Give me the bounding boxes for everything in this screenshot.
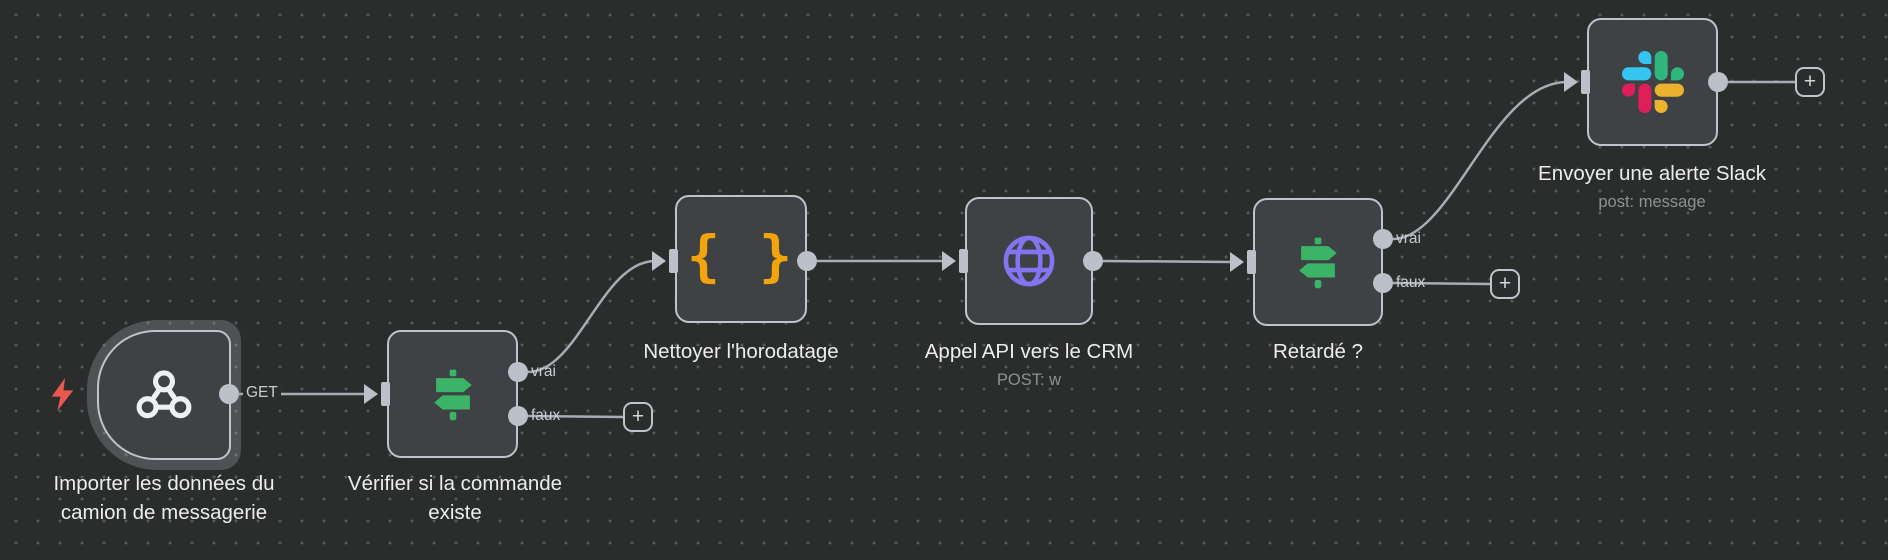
node-code-nettoyer[interactable]: { } [675, 195, 807, 323]
node-webhook-trigger[interactable] [97, 330, 231, 460]
signpost-icon [433, 369, 472, 421]
signpost-icon [1299, 237, 1337, 289]
output-port-if1-faux[interactable] [508, 406, 528, 426]
input-arrow-if1 [364, 384, 378, 404]
code-braces-icon: { } [686, 224, 796, 288]
add-step-button-if1-faux[interactable]: + [623, 402, 653, 432]
connection-http-to-if2[interactable] [1102, 259, 1234, 264]
input-arrow-code [652, 251, 666, 271]
node-label-webhook: Importer les données du camion de messag… [53, 472, 275, 524]
node-subtitle-http: POST: w [996, 371, 1062, 389]
node-if-retarde[interactable] [1253, 198, 1383, 326]
globe-icon [1003, 235, 1055, 287]
node-if-commande-existe[interactable] [387, 330, 518, 458]
connection-if2-vrai-to-slack[interactable] [1392, 80, 1568, 241]
slack-icon [1621, 51, 1684, 113]
node-http-crm[interactable] [965, 197, 1093, 325]
input-arrow-slack [1564, 72, 1578, 92]
output-port-webhook[interactable] [219, 384, 239, 404]
output-label-vrai: vrai [1396, 230, 1421, 247]
node-label-slack: Envoyer une alerte Slack [1538, 162, 1766, 185]
output-label-faux: faux [1396, 274, 1426, 291]
output-label-faux: faux [531, 407, 561, 424]
output-port-if1-vrai[interactable] [508, 362, 528, 382]
node-label-http: Appel API vers le CRM [924, 340, 1134, 363]
node-label-if2: Retardé ? [1272, 340, 1364, 363]
input-arrow-http [942, 251, 956, 271]
input-bar-slack [1581, 70, 1590, 94]
add-step-button-if2-faux[interactable]: + [1490, 269, 1520, 299]
node-label-code: Nettoyer l'horodatage [643, 340, 839, 363]
output-port-if2-vrai[interactable] [1373, 229, 1393, 249]
connection-if2-faux-to-add[interactable] [1392, 281, 1492, 286]
node-subtitle-slack: post: message [1598, 193, 1706, 211]
input-bar-http [959, 249, 968, 273]
output-port-code[interactable] [797, 251, 817, 271]
webhook-method-label: GET [243, 384, 281, 402]
node-webhook-trigger-halo [87, 320, 241, 470]
input-bar-if1 [381, 382, 390, 406]
output-label-vrai: vrai [531, 363, 556, 380]
connection-if1-faux-to-add[interactable] [527, 414, 625, 419]
output-port-http[interactable] [1083, 251, 1103, 271]
input-bar-code [669, 249, 678, 273]
output-port-if2-faux[interactable] [1373, 273, 1393, 293]
connection-if1-vrai-to-code[interactable] [527, 259, 656, 374]
webhook-icon [136, 370, 192, 419]
node-slack-alerte[interactable] [1587, 18, 1718, 146]
node-label-if1: Vérifier si la commande existe [347, 472, 563, 524]
input-bar-if2 [1247, 250, 1256, 274]
output-port-slack[interactable] [1708, 72, 1728, 92]
add-step-button-slack[interactable]: + [1795, 67, 1825, 97]
input-arrow-if2 [1230, 252, 1244, 272]
trigger-bolt-icon [51, 378, 74, 411]
